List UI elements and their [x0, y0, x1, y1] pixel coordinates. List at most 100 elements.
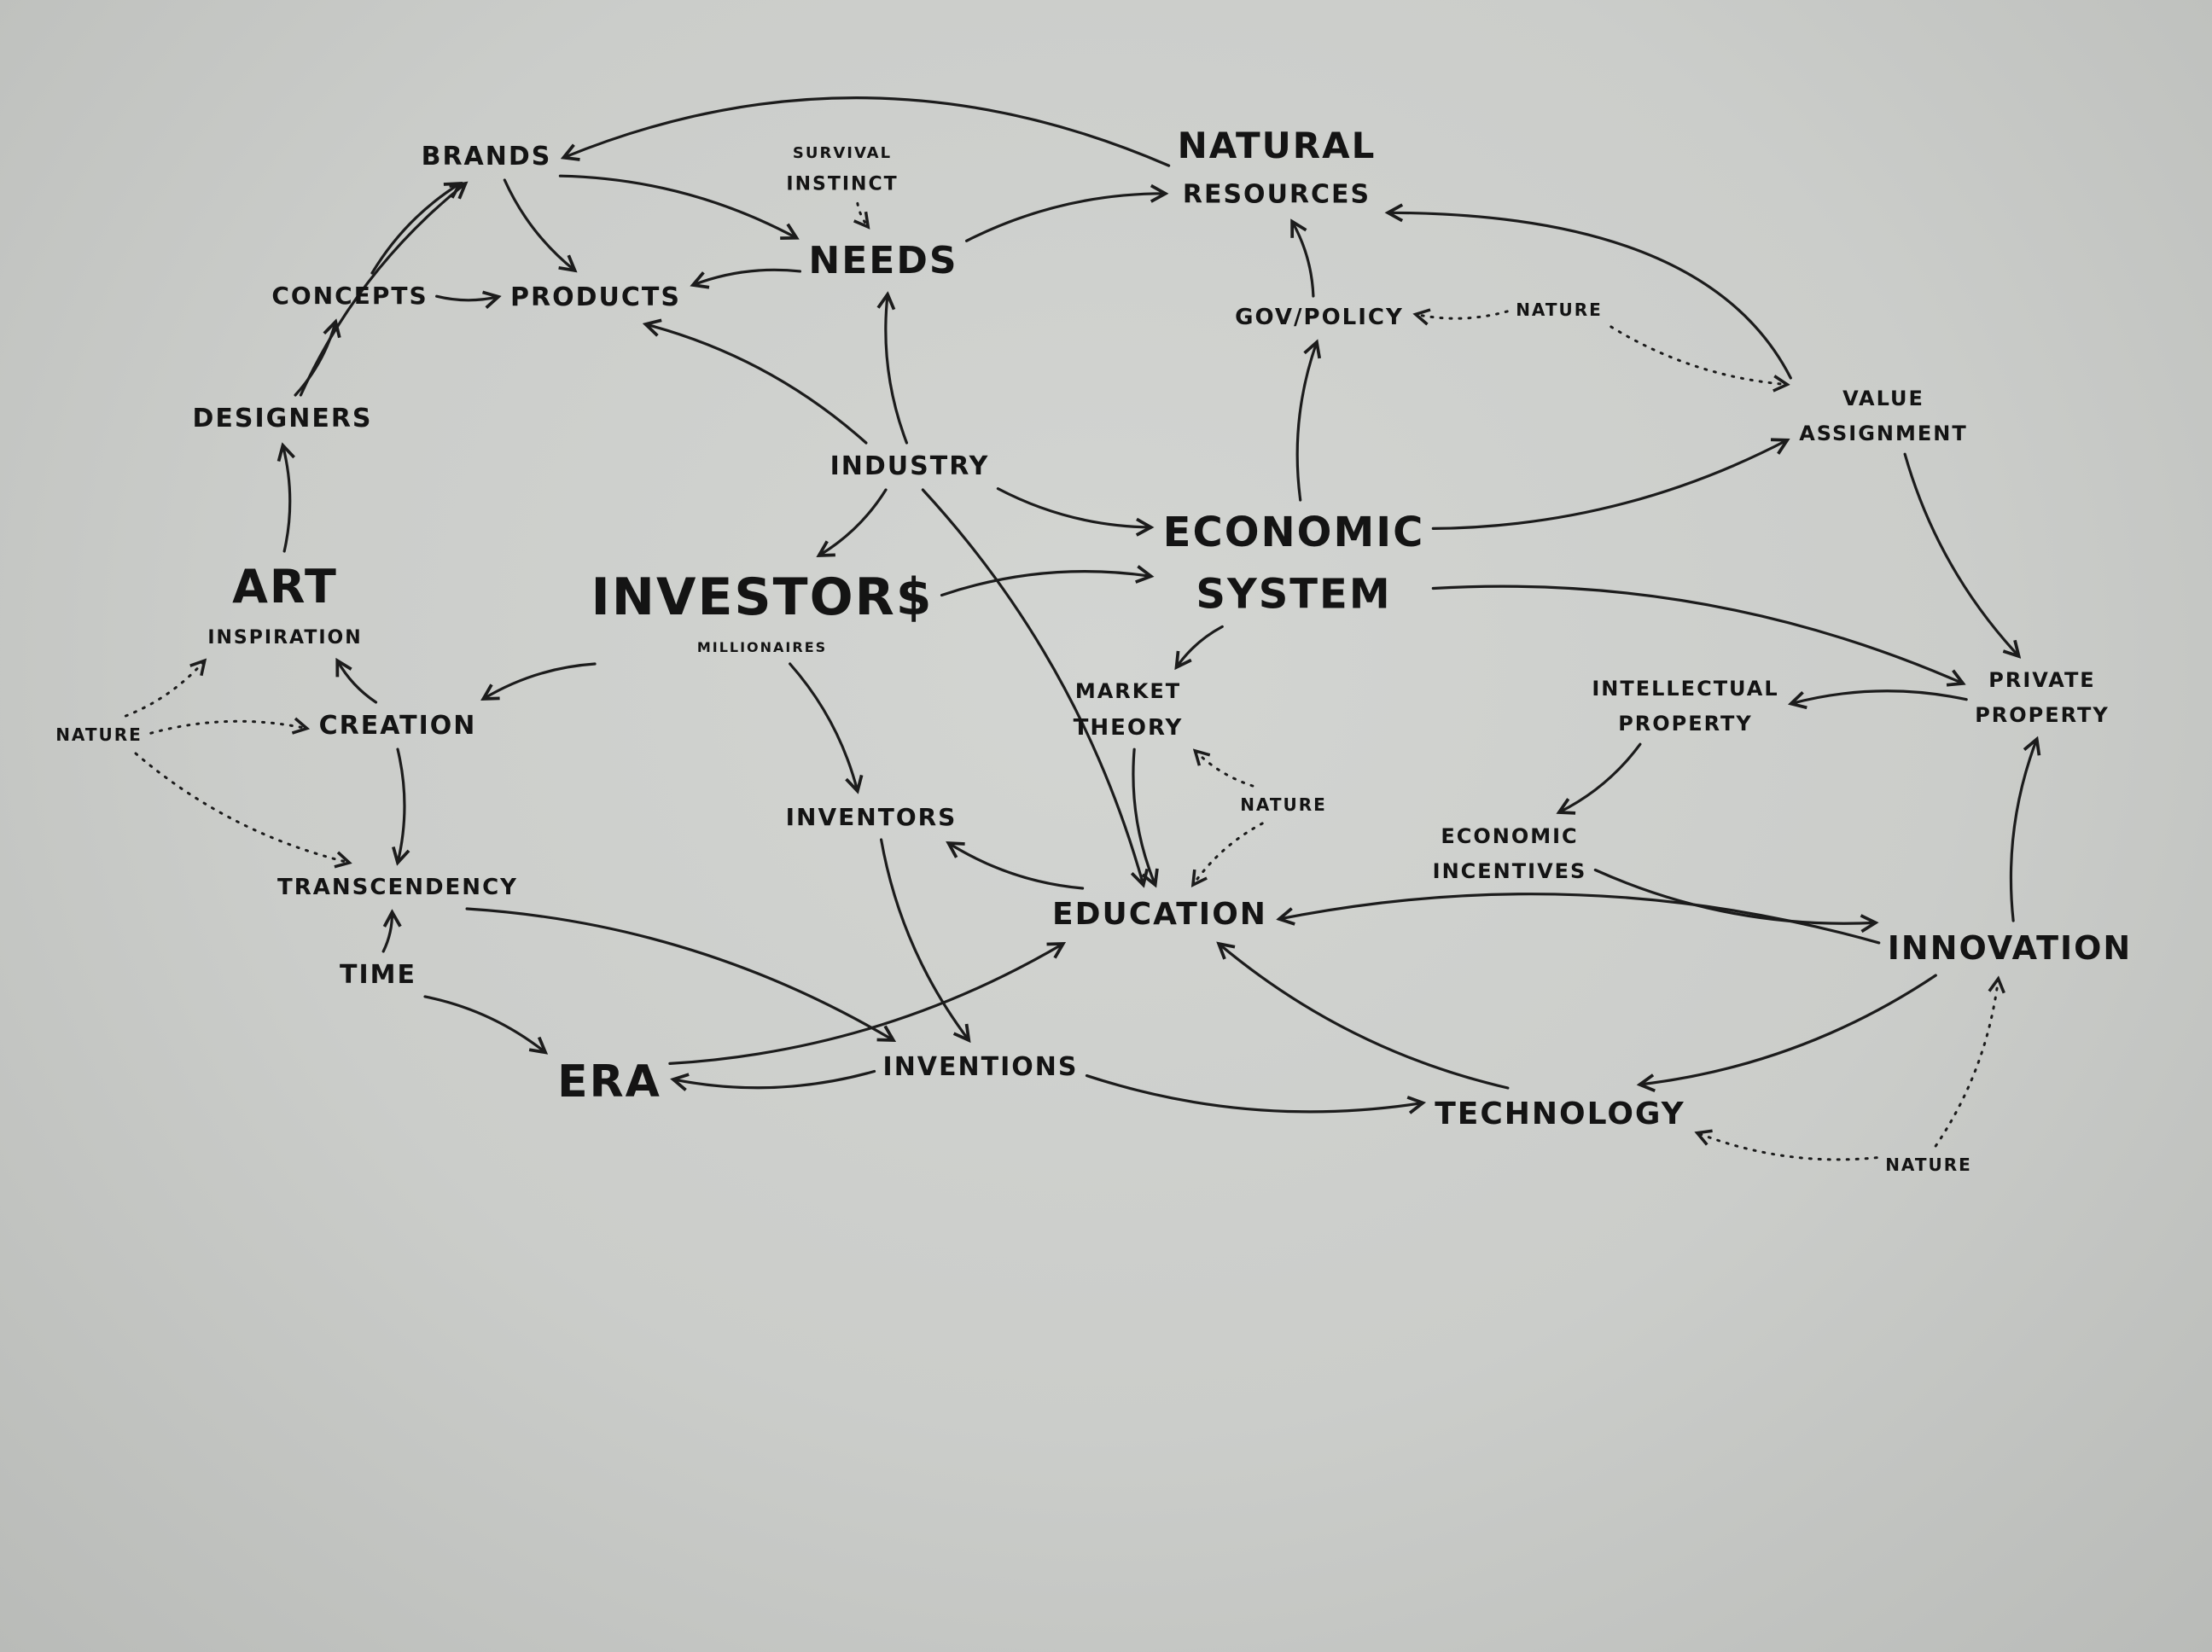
- edge-economic-to-gov: [1295, 342, 1317, 502]
- node-innovation: INNOVATION: [1888, 929, 2132, 967]
- node-label: ECONOMIC: [1163, 509, 1425, 556]
- edge-economic-to-private: [1431, 585, 1963, 683]
- edge-nature2-to-art: [124, 660, 204, 718]
- node-label: CREATION: [319, 711, 477, 741]
- node-sublabel: ASSIGNMENT: [1799, 422, 1968, 445]
- node-nature4: NATURE: [1885, 1155, 1972, 1175]
- node-label: ERA: [557, 1056, 661, 1108]
- node-label: TRANSCENDENCY: [277, 875, 518, 900]
- edge-industry-to-needs: [886, 294, 909, 445]
- edge-nature4-to-innovation: [1934, 979, 1998, 1148]
- edge-natural-to-brands: [563, 96, 1171, 167]
- edge-creation-to-art: [337, 660, 378, 704]
- node-label: NATURE: [1885, 1155, 1972, 1175]
- node-label: INVESTOR$: [591, 567, 933, 627]
- edge-value-to-natural: [1388, 212, 1792, 380]
- edge-needs-to-natural: [964, 194, 1166, 242]
- node-sublabel: INSTINCT: [786, 173, 898, 195]
- node-label: EDUCATION: [1052, 897, 1267, 932]
- node-sublabel: SYSTEM: [1196, 570, 1391, 618]
- node-label: SURVIVAL: [793, 144, 892, 162]
- edge-gov-to-natural: [1292, 222, 1315, 298]
- edge-time-to-era: [423, 995, 545, 1052]
- edge-era-to-education: [668, 944, 1063, 1065]
- node-label: INNOVATION: [1888, 929, 2132, 967]
- edge-creation-to-transcendency: [398, 747, 405, 863]
- node-inventions: INVENTIONS: [883, 1052, 1079, 1082]
- node-label: ART: [232, 560, 338, 614]
- edge-concepts-to-brands: [370, 183, 460, 275]
- node-label: TECHNOLOGY: [1435, 1096, 1685, 1131]
- node-label: NATURAL: [1178, 125, 1377, 166]
- node-designers: DESIGNERS: [192, 404, 370, 433]
- node-sublabel: PROPERTY: [1618, 712, 1753, 736]
- edge-designers-to-concepts: [294, 322, 335, 397]
- edge-nature2-to-creation: [149, 721, 307, 733]
- edge-investors-to-inventors: [789, 662, 858, 791]
- node-needs: NEEDS: [808, 239, 958, 282]
- edge-private-to-intellectual: [1791, 689, 1968, 704]
- edge-brands-to-products: [503, 178, 574, 270]
- node-label: PRIVATE: [1988, 668, 2095, 692]
- edge-inventors-to-inventions: [879, 838, 969, 1040]
- node-label: CONCEPTS: [271, 282, 428, 310]
- node-sublabel: MILLIONAIRES: [697, 639, 827, 655]
- edge-market-to-education: [1132, 747, 1155, 885]
- edge-survival-to-needs: [858, 201, 868, 227]
- edge-concepts-to-products: [435, 296, 498, 300]
- node-label: NEEDS: [808, 239, 958, 282]
- edge-value-to-private: [1903, 452, 2018, 656]
- node-label: INDUSTRY: [830, 451, 990, 481]
- edge-innovation-to-private: [2009, 739, 2036, 922]
- node-nature1: NATURE: [1516, 300, 1603, 320]
- node-label: BRANDS: [422, 142, 552, 172]
- node-label: MARKET: [1075, 679, 1181, 703]
- edge-nature1-to-gov: [1416, 311, 1509, 318]
- node-label: NATURE: [1516, 300, 1603, 320]
- node-label: GOV/POLICY: [1235, 305, 1404, 330]
- node-economic: ECONOMIC SYSTEM: [1163, 509, 1425, 618]
- edge-inventions-to-era: [673, 1069, 876, 1088]
- node-label: ECONOMIC: [1441, 824, 1578, 848]
- edge-innovation-to-education: [1279, 893, 1881, 945]
- edge-technology-to-education: [1219, 944, 1510, 1090]
- node-label: INTELLECTUAL: [1592, 677, 1778, 701]
- node-label: NATURE: [1240, 794, 1327, 815]
- edge-transcendency-to-inventions: [465, 907, 894, 1040]
- node-sublabel: INSPIRATION: [207, 627, 362, 649]
- node-inventors: INVENTORS: [786, 803, 956, 831]
- node-sublabel: INCENTIVES: [1433, 859, 1587, 883]
- edge-economic-to-market: [1177, 625, 1224, 667]
- edge-industry-to-products: [646, 324, 868, 445]
- edge-industry-to-economic: [996, 487, 1150, 527]
- node-transcendency: TRANSCENDENCY: [277, 875, 518, 900]
- edge-industry-to-education: [921, 488, 1143, 885]
- edge-incentives-to-innovation: [1593, 868, 1875, 924]
- node-sublabel: RESOURCES: [1183, 180, 1371, 210]
- edge-investors-to-creation: [483, 662, 597, 699]
- node-label: VALUE: [1842, 387, 1924, 410]
- edge-nature4-to-technology: [1697, 1133, 1878, 1161]
- edge-industry-to-investors: [819, 488, 888, 556]
- nodes-layer: BRANDS SURVIVAL INSTINCT NATURAL RESOURCES NE…: [55, 125, 2132, 1175]
- node-time: TIME: [340, 960, 416, 990]
- node-art: ART INSPIRATION: [207, 560, 362, 649]
- node-era: ERA: [557, 1056, 661, 1108]
- node-label: INVENTIONS: [883, 1052, 1079, 1082]
- edge-inventions-to-technology: [1085, 1073, 1423, 1112]
- node-gov: GOV/POLICY: [1235, 305, 1404, 330]
- edge-intellectual-to-incentives: [1559, 742, 1642, 812]
- node-products: PRODUCTS: [510, 282, 679, 312]
- node-incentives: ECONOMIC INCENTIVES: [1433, 824, 1587, 883]
- node-nature2: NATURE: [55, 724, 143, 745]
- node-nature3: NATURE: [1240, 794, 1327, 815]
- node-brands: BRANDS: [422, 142, 552, 172]
- node-label: NATURE: [55, 724, 143, 745]
- node-label: TIME: [340, 960, 416, 990]
- node-technology: TECHNOLOGY: [1435, 1096, 1685, 1131]
- edge-nature3-to-market: [1195, 751, 1254, 788]
- node-value: VALUE ASSIGNMENT: [1799, 387, 1968, 445]
